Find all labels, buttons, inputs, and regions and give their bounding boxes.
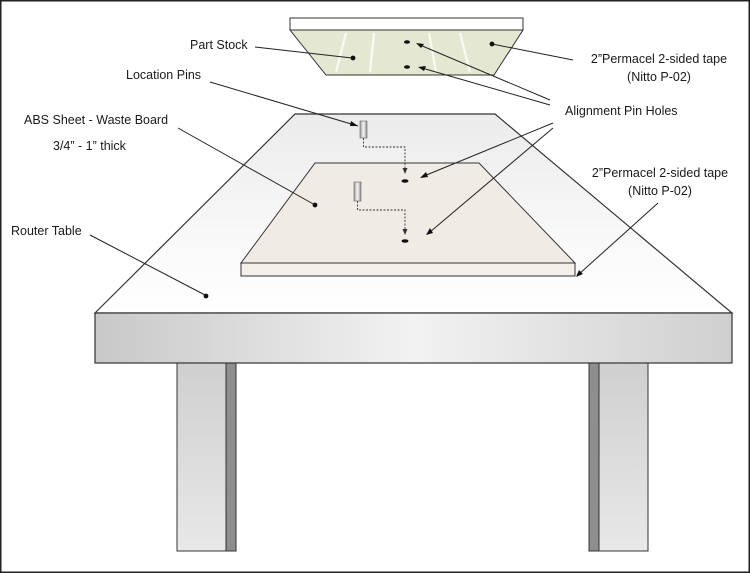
label-tape-mid: 2”Permacel 2-sided tape (Nitto P-02) [578, 166, 742, 199]
part-stock-hole-bottom [404, 65, 410, 69]
location-pin-2 [353, 181, 408, 235]
label-part-stock: Part Stock [190, 38, 248, 52]
table-leg-left [176, 362, 237, 552]
part-stock-hole-top [404, 40, 410, 44]
router-table-apron [94, 312, 733, 364]
label-location-pins: Location Pins [126, 68, 202, 82]
waste-board-hole-bottom [401, 239, 409, 243]
waste-board-edge [240, 262, 576, 277]
table-leg-right [588, 362, 649, 552]
label-alignment-pin-holes: Alignment Pin Holes [565, 104, 678, 118]
leader-lines [89, 43, 659, 296]
label-thickness: 3/4” - 1” thick [53, 139, 126, 153]
label-abs-sheet: ABS Sheet - Waste Board [24, 113, 169, 127]
label-tape-top-line2: (Nitto P-02) [627, 70, 691, 84]
location-pin-1 [359, 120, 408, 174]
label-tape-top-line1: 2”Permacel 2-sided tape [590, 52, 728, 66]
waste-board-hole-top [401, 179, 409, 183]
label-tape-mid-line2: (Nitto P-02) [628, 184, 692, 198]
pointer-arrowheads [350, 43, 583, 277]
label-router-table: Router Table [11, 224, 82, 238]
label-tape-top: 2”Permacel 2-sided tape (Nitto P-02) [573, 52, 745, 85]
part-stock-top [289, 17, 524, 31]
label-tape-mid-line1: 2”Permacel 2-sided tape [591, 166, 729, 180]
pointer-dots [203, 41, 495, 299]
